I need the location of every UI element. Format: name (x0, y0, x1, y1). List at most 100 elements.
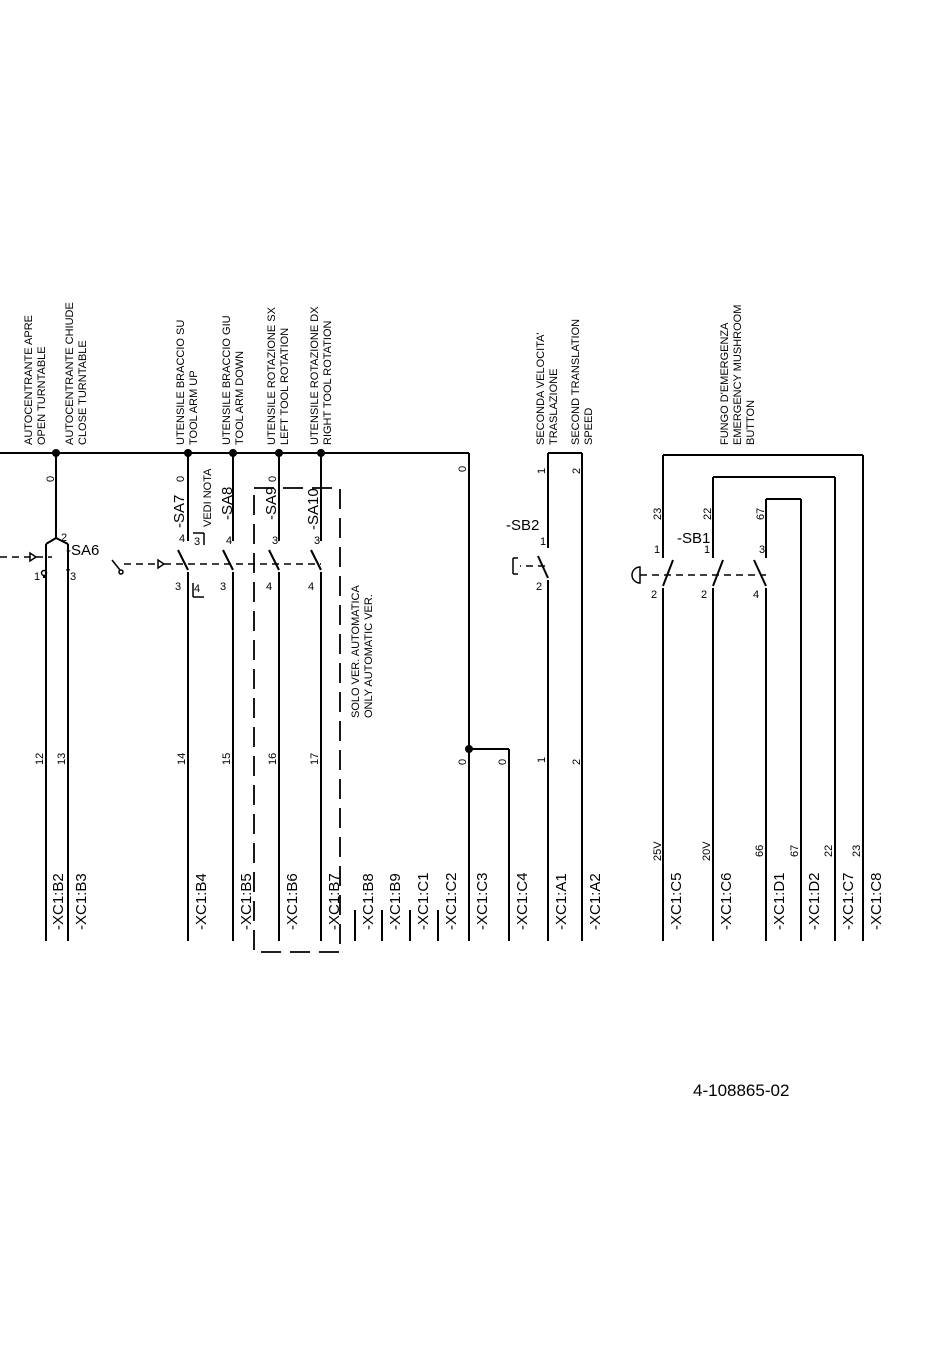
wire-14: 14 (176, 753, 188, 765)
wire-top-0c: 0 (267, 476, 279, 482)
terminal-b3: -XC1:B3 (73, 873, 90, 930)
pin-sb2-1: 1 (540, 536, 546, 548)
label-right-rotation-it: UTENSILE ROTAZIONE DX (309, 306, 321, 445)
svg-text:AUTOCENTRANTE APREOPEN TURNTAB: AUTOCENTRANTE APREOPEN TURNTABLE (23, 315, 48, 445)
device-sa8: -SA8 (219, 487, 236, 520)
device-sa6: -SA6 (66, 542, 99, 559)
pin-sa7-4: 4 (179, 533, 185, 545)
pin-sb1-4: 4 (753, 589, 759, 601)
terminal-c4: -XC1:C4 (514, 872, 531, 930)
terminal-c6: -XC1:C6 (718, 872, 735, 930)
pin-sa9-3: 3 (272, 535, 278, 547)
terminal-a2: -XC1:A2 (587, 873, 604, 930)
svg-text:UTENSILE ROTAZIONE SXLEFT TOOL: UTENSILE ROTAZIONE SXLEFT TOOL ROTATION (266, 306, 291, 445)
wire-23: 23 (851, 845, 863, 857)
pin-sa9-4: 4 (266, 581, 272, 593)
svg-text:AUTOCENTRANTE CHIUDECLOSE TURN: AUTOCENTRANTE CHIUDECLOSE TURNTABLE (64, 302, 89, 445)
terminal-b5: -XC1:B5 (238, 873, 255, 930)
wire-numbers: 0 0 0 0 1 2 12 13 14 15 16 17 0 0 1 2 25… (34, 466, 863, 861)
pin-sb1-2b: 2 (701, 589, 707, 601)
pin-sa10-3: 3 (314, 535, 320, 547)
label-close-turntable-en: CLOSE TURNTABLE (77, 340, 89, 445)
terminal-c2: -XC1:C2 (443, 872, 460, 930)
wire-top-1: 1 (536, 468, 548, 474)
label-second-speed-en: SECOND TRANSLATION (570, 319, 582, 445)
terminal-b8: -XC1:B8 (360, 873, 377, 930)
svg-text:SOLO VER. AUTOMATICAONLY AUTOM: SOLO VER. AUTOMATICAONLY AUTOMATIC VER. (350, 584, 375, 718)
label-open-turntable-en: OPEN TURNTABLE (36, 346, 48, 445)
terminal-c5: -XC1:C5 (668, 872, 685, 930)
wire-top-0b: 0 (175, 476, 187, 482)
mechanical-links (0, 551, 766, 584)
terminal-b4: -XC1:B4 (193, 873, 210, 930)
terminal-c1: -XC1:C1 (415, 872, 432, 930)
svg-text:UTENSILE ROTAZIONE DXRIGHT TOO: UTENSILE ROTAZIONE DXRIGHT TOOL ROTATION (309, 306, 334, 445)
terminal-c3: -XC1:C3 (474, 872, 491, 930)
device-sa10: -SA10 (305, 488, 322, 530)
pin-note-4: 4 (194, 583, 200, 595)
wire-12: 12 (34, 753, 46, 765)
wire-25v: 25V (652, 841, 664, 861)
wire-17: 17 (309, 753, 321, 765)
pin-sa7-3: 3 (175, 581, 181, 593)
wire-22: 22 (823, 845, 835, 857)
label-left-rotation-it: UTENSILE ROTAZIONE SX (266, 306, 278, 445)
wire-66: 66 (754, 845, 766, 857)
terminal-c7: -XC1:C7 (840, 872, 857, 930)
pin-sb1-1b: 1 (704, 544, 710, 556)
note-solo-en: ONLY AUTOMATIC VER. (363, 594, 375, 718)
label-arm-down-it: UTENSILE BRACCIO GIU (221, 315, 233, 445)
note-vedi-nota: VEDI NOTA (202, 468, 214, 527)
automatic-version-box (253, 487, 341, 953)
terminal-b6: -XC1:B6 (284, 873, 301, 930)
wire-top-2: 2 (571, 468, 583, 474)
wire-top-0d: 0 (457, 466, 469, 472)
label-open-turntable-it: AUTOCENTRANTE APRE (23, 315, 35, 445)
label-arm-up-it: UTENSILE BRACCIO SU (175, 320, 187, 445)
label-left-rotation-en: LEFT TOOL ROTATION (279, 328, 291, 445)
pin-sa8-4: 4 (226, 535, 232, 547)
label-second-speed-it: SECONDA VELOCITA' (535, 332, 547, 445)
terminal-b2: -XC1:B2 (50, 873, 67, 930)
wire-13: 13 (56, 753, 68, 765)
wire-16: 16 (267, 753, 279, 765)
pin-sa10-4: 4 (308, 581, 314, 593)
device-sa7: -SA7 (171, 495, 188, 528)
wire-mid-2: 2 (571, 759, 583, 765)
terminal-a1: -XC1:A1 (553, 873, 570, 930)
terminal-labels: -XC1:B2 -XC1:B3 -XC1:B4 -XC1:B5 -XC1:B6 … (50, 872, 885, 930)
wire-sb1-22: 22 (702, 508, 714, 520)
pin-numbers: 2 1 3 4 3 3 4 4 3 3 4 3 4 1 2 1 2 1 2 3 … (34, 532, 765, 601)
pin-sa6-2: 2 (61, 532, 67, 544)
wire-67: 67 (789, 845, 801, 857)
terminal-d2: -XC1:D2 (806, 872, 823, 930)
wire-mid-1: 1 (536, 757, 548, 763)
label-emergency-en-2: BUTTON (745, 400, 757, 445)
label-arm-up-en: TOOL ARM UP (188, 370, 200, 445)
pin-sb2-2: 2 (536, 581, 542, 593)
device-sa9: -SA9 (263, 487, 280, 520)
pin-sa8-3: 3 (220, 581, 226, 593)
svg-text:FUNGO D'EMERGENZAEMERGENCY MUS: FUNGO D'EMERGENZAEMERGENCY MUSHROOMBUTTO… (719, 305, 757, 445)
wire-sb1-23: 23 (652, 508, 664, 520)
pin-note-3: 3 (194, 536, 200, 548)
label-second-speed-it-2: TRASLAZIONE (548, 369, 560, 445)
pin-sb1-2a: 2 (651, 589, 657, 601)
svg-text:UTENSILE BRACCIO GIUTOOL ARM D: UTENSILE BRACCIO GIUTOOL ARM DOWN (221, 315, 246, 445)
drawing-number: 4-108865-02 (693, 1081, 789, 1100)
wire-mid-0a: 0 (457, 759, 469, 765)
device-sb1: -SB1 (677, 530, 710, 547)
note-solo-it: SOLO VER. AUTOMATICA (350, 584, 362, 718)
terminal-b7: -XC1:B7 (326, 873, 343, 930)
svg-text:SECONDA VELOCITA'TRASLAZIONE: SECONDA VELOCITA'TRASLAZIONE (535, 332, 560, 445)
wire-15: 15 (221, 753, 233, 765)
label-emergency-it: FUNGO D'EMERGENZA (719, 322, 731, 445)
wire-mid-0b: 0 (497, 759, 509, 765)
label-second-speed-en-2: SPEED (583, 408, 595, 445)
wire-20v: 20V (701, 841, 713, 861)
pin-sa6-3: 3 (70, 571, 76, 583)
terminal-c8: -XC1:C8 (868, 872, 885, 930)
svg-text:UTENSILE BRACCIO SUTOOL ARM UP: UTENSILE BRACCIO SUTOOL ARM UP (175, 320, 200, 445)
label-right-rotation-en: RIGHT TOOL ROTATION (322, 320, 334, 445)
